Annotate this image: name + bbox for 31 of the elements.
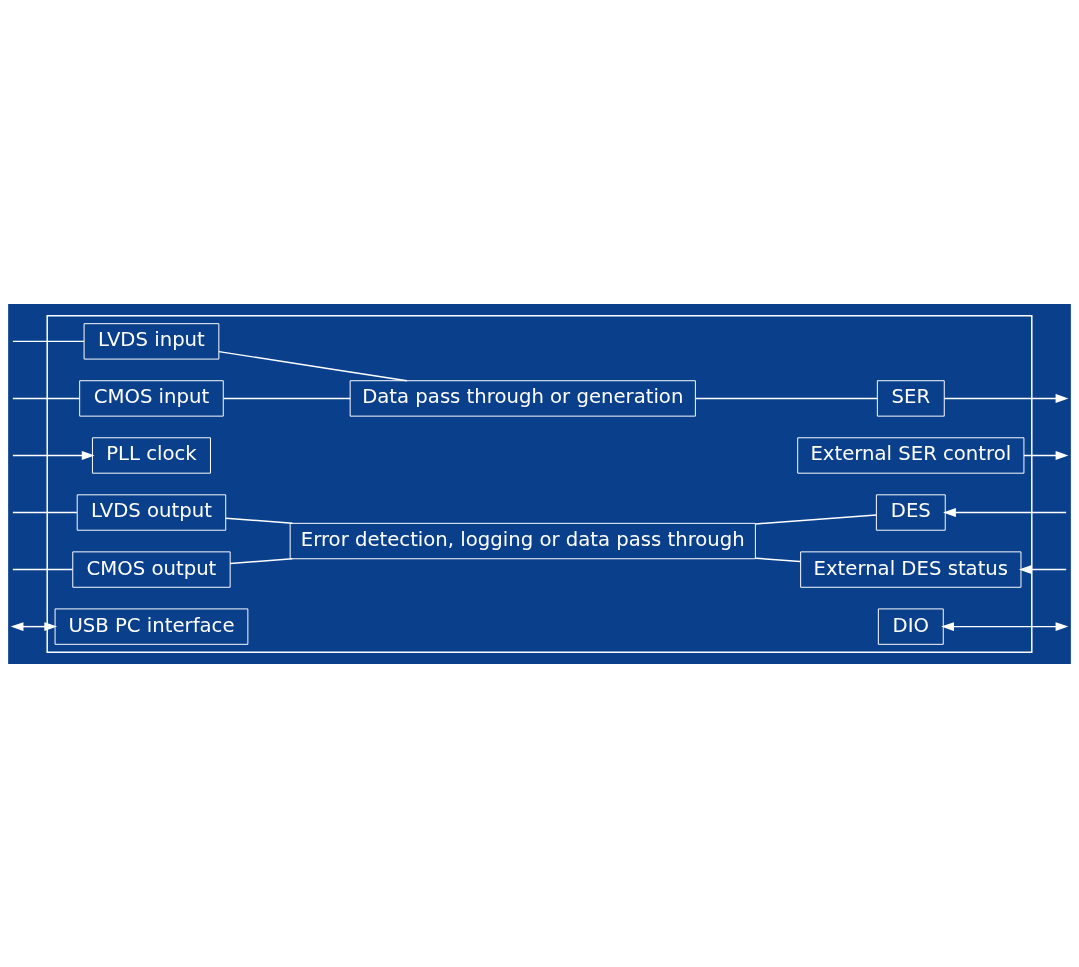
node-box: LVDS output [76,493,227,531]
node-box: LVDS input [83,322,220,360]
arrow [10,621,58,631]
arrow [941,621,1069,631]
connector [694,397,878,399]
node-box: Error detection, logging or data pass through [289,522,756,559]
arrow [1023,450,1069,460]
node-box: External DES status [800,550,1022,588]
connector [218,350,408,381]
connector [12,397,80,399]
node-box: USB PC interface [54,607,249,645]
connector [12,340,85,342]
arrow [943,393,1069,403]
connector [225,516,294,524]
connector [222,397,351,399]
connector [229,557,293,564]
node-box: SER [876,379,945,417]
node-box: CMOS output [72,550,231,588]
node-box: DES [875,493,946,531]
connector [12,568,74,570]
node-box: CMOS input [79,379,224,417]
node-box: PLL clock [91,436,211,474]
connector [12,511,78,513]
arrow [943,507,1067,517]
arrow [1018,564,1067,574]
arrow [12,450,95,460]
connector [754,513,877,525]
node-box: External SER control [797,436,1025,474]
connector [754,556,801,562]
node-box: Data pass through or generation [349,379,696,417]
node-box: DIO [877,607,944,645]
